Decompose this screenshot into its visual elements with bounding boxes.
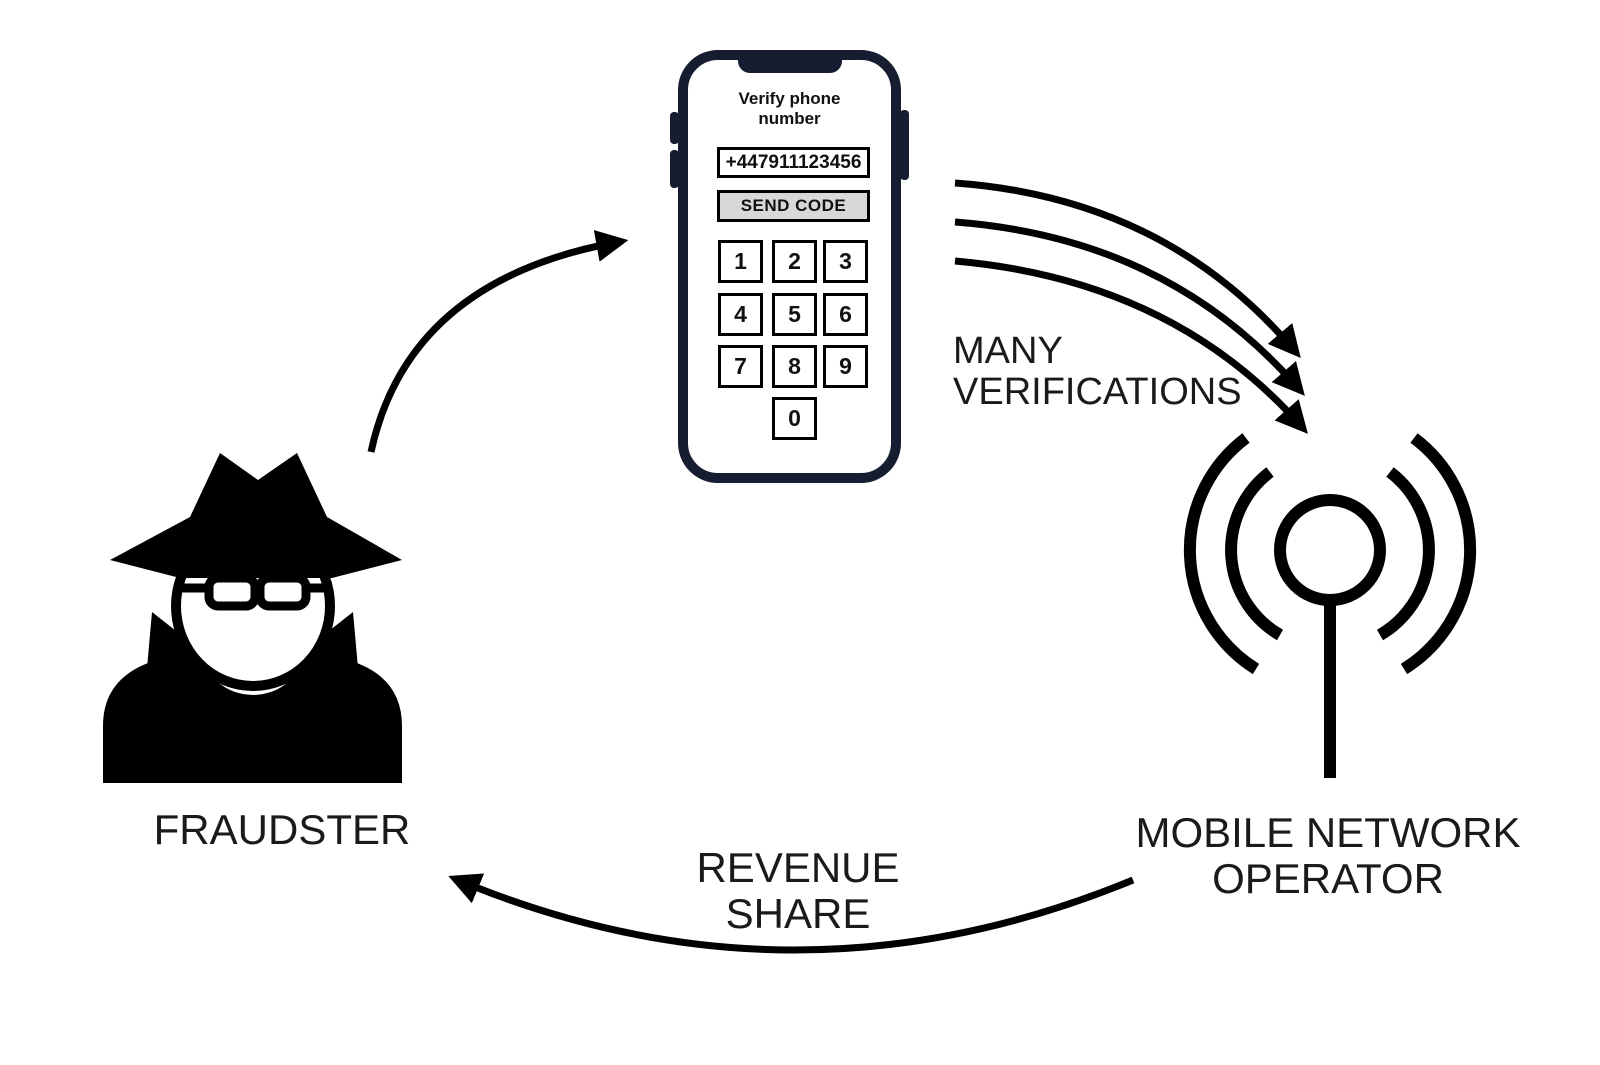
tower-wave-right-outer: [1400, 433, 1477, 675]
tower-wave-left-outer: [1183, 433, 1260, 675]
phone-number-input[interactable]: +447911123456: [717, 147, 870, 178]
phone-notch: [737, 59, 842, 73]
keypad-key-9[interactable]: 9: [823, 345, 868, 388]
spy-icon: [103, 453, 402, 783]
phone-volume-button-1: [670, 112, 679, 144]
keypad-key-1[interactable]: 1: [718, 240, 763, 283]
spy-hat: [110, 453, 402, 578]
phone-volume-button-2: [670, 150, 679, 188]
keypad-key-6[interactable]: 6: [823, 293, 868, 336]
tower-wave-right-inner: [1376, 467, 1435, 641]
keypad-key-0[interactable]: 0: [772, 397, 817, 440]
revenue-share-arrow: [448, 873, 1135, 954]
fraudster-label: FRAUDSTER: [153, 806, 411, 853]
phone-heading: Verify phone number: [738, 89, 841, 128]
fraudster-to-phone-arrow: [367, 230, 629, 453]
mobile-network-operator-label: MOBILE NETWORK OPERATOR: [1135, 809, 1521, 902]
revenue-share-label: REVENUE SHARE: [696, 844, 900, 937]
verification-arrow-1: [954, 179, 1301, 359]
phone-power-button: [900, 110, 909, 180]
keypad-key-4[interactable]: 4: [718, 293, 763, 336]
cell-tower-icon: [1183, 433, 1477, 778]
verification-arrow-2: [954, 218, 1305, 396]
keypad-key-8[interactable]: 8: [772, 345, 817, 388]
keypad-key-3[interactable]: 3: [823, 240, 868, 283]
tower-wave-left-inner: [1225, 467, 1284, 641]
smartphone: Verify phone number +447911123456 SEND C…: [678, 50, 901, 483]
keypad-key-2[interactable]: 2: [772, 240, 817, 283]
spy-coat: [103, 644, 402, 783]
keypad-key-7[interactable]: 7: [718, 345, 763, 388]
keypad-key-5[interactable]: 5: [772, 293, 817, 336]
tower-head: [1274, 494, 1386, 606]
send-code-button[interactable]: SEND CODE: [717, 190, 870, 222]
verification-arrow-3: [954, 257, 1308, 434]
many-verifications-label: MANY VERIFICATIONS: [953, 330, 1242, 413]
